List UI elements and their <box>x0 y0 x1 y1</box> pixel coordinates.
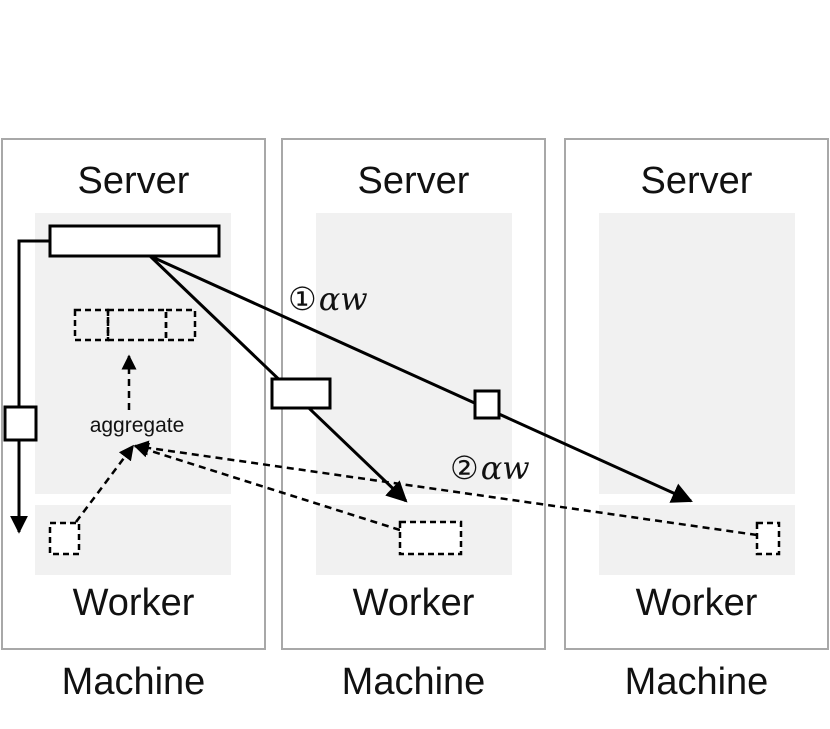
step2-marker: ② <box>450 449 479 487</box>
server-label-3: Server <box>640 160 753 202</box>
aggregate-label: aggregate <box>89 414 185 437</box>
server-label-2: Server <box>357 160 470 202</box>
step1-formula: αw <box>318 280 368 318</box>
dashed-flow-from-worker-3 <box>133 440 758 537</box>
worker-label-2: Worker <box>352 582 475 624</box>
server-label-1: Server <box>77 160 190 202</box>
aggregate-partition-left <box>73 308 110 342</box>
machine-label-3: Machine <box>624 661 769 703</box>
partition-box-worker-2 <box>270 377 332 410</box>
step1-annotation: ①αw <box>288 280 368 318</box>
machine-label-1: Machine <box>61 661 206 703</box>
partition-box-local <box>3 405 38 442</box>
step1-marker: ① <box>288 280 317 318</box>
step2-formula: αw <box>480 449 530 487</box>
worker-partition-1 <box>48 521 81 556</box>
aggregate-partition-middle <box>106 308 168 342</box>
server-zone-3 <box>599 213 795 494</box>
worker-partition-2 <box>398 520 463 556</box>
worker-label-3: Worker <box>635 582 758 624</box>
machine-label-2: Machine <box>341 661 486 703</box>
dashed-flow-from-worker-1 <box>75 444 134 523</box>
worker-partition-3 <box>755 521 781 556</box>
solid-flow-local <box>10 239 50 534</box>
worker-label-1: Worker <box>72 582 195 624</box>
step2-annotation: ②αw <box>450 449 530 487</box>
aggregate-partition-right <box>164 308 197 342</box>
solid-flow-to-worker-3 <box>149 254 693 503</box>
partition-box-worker-3 <box>473 389 501 420</box>
dashed-flow-from-worker-2 <box>133 442 401 532</box>
server-parameter-block <box>48 224 221 258</box>
